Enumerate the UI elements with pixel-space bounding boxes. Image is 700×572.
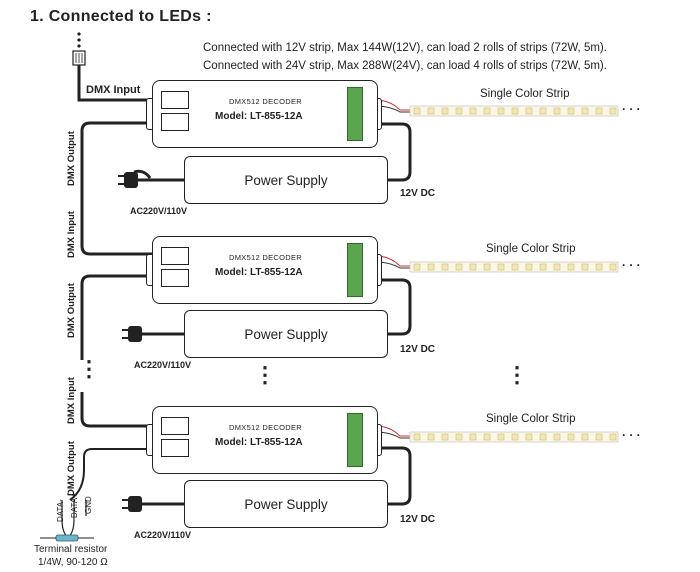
- ac-label-2: AC220V/110V: [134, 360, 192, 370]
- note-12v: Connected with 12V strip, Max 144W(12V),…: [203, 42, 607, 54]
- continue-dots-right: ⋮: [506, 362, 528, 387]
- resistor-label-line2: 1/4W, 90-120 Ω: [38, 557, 108, 568]
- rj45-port-out: [161, 439, 189, 457]
- dmx-input-label-2: DMX Input: [66, 211, 77, 258]
- ac-plug-icon-3: [122, 496, 184, 512]
- continue-dots-middle: ⋮: [254, 362, 276, 387]
- resistor-label-line1: Terminal resistor: [34, 544, 108, 555]
- section-title: 1. Connected to LEDs :: [30, 8, 212, 25]
- power-supply-2: Power Supply: [184, 310, 388, 358]
- power-supply-3: Power Supply: [184, 480, 388, 528]
- strip-label-3: Single Color Strip: [486, 413, 576, 425]
- power-supply-1: Power Supply: [184, 156, 388, 204]
- wire-gnd: GND: [84, 496, 93, 514]
- wire-data-minus: DATA-: [56, 499, 65, 522]
- dmx-output-label-2: DMX Output: [66, 283, 77, 338]
- dmx-output-label-3: DMX Output: [66, 441, 77, 496]
- dmx-input-label-top: DMX Input: [86, 84, 141, 96]
- decoder-model: Model: LT-855-12A: [215, 111, 303, 122]
- decoder-name: DMX512 DECODER: [229, 253, 302, 262]
- ac-label-1: AC220V/110V: [130, 206, 188, 216]
- ac-plug-icon-2: [122, 326, 184, 342]
- decoder-3: DMX512 DECODER Model: LT-855-12A: [146, 406, 382, 474]
- decoder-model: Model: LT-855-12A: [215, 437, 303, 448]
- note-24v: Connected with 24V strip, Max 288W(24V),…: [203, 60, 607, 72]
- terminal-block: [347, 243, 363, 297]
- decoder-2: DMX512 DECODER Model: LT-855-12A: [146, 236, 382, 304]
- led-strip-2: [409, 261, 619, 273]
- decoder-1: DMX512 DECODER Model: LT-855-12A: [146, 80, 382, 148]
- led-strip-1: [409, 105, 619, 117]
- rj45-port-in: [161, 91, 189, 109]
- dc-label-3: 12V DC: [400, 514, 436, 525]
- strip-label-1: Single Color Strip: [480, 88, 570, 100]
- rj45-port-out: [161, 269, 189, 287]
- rj45-port-in: [161, 417, 189, 435]
- dmx-input-plug-icon: [72, 32, 86, 66]
- strip-continue-2: · · ·: [622, 258, 641, 272]
- strip-continue-3: · · ·: [622, 428, 641, 442]
- terminal-block: [347, 413, 363, 467]
- strip-continue-1: · · ·: [622, 102, 641, 116]
- dmx-input-label-3: DMX Input: [66, 377, 77, 424]
- terminal-block: [347, 87, 363, 141]
- ac-label-3: AC220V/110V: [134, 530, 192, 540]
- dc-label-2: 12V DC: [400, 344, 436, 355]
- dc-label-1: 12V DC: [400, 188, 436, 199]
- rj45-port-out: [161, 113, 189, 131]
- decoder-name: DMX512 DECODER: [229, 423, 302, 432]
- decoder-name: DMX512 DECODER: [229, 97, 302, 106]
- terminal-resistor-icon: [40, 500, 94, 542]
- ac-plug-icon-1: [118, 169, 184, 188]
- rj45-port-in: [161, 247, 189, 265]
- decoder-model: Model: LT-855-12A: [215, 267, 303, 278]
- strip-label-2: Single Color Strip: [486, 243, 576, 255]
- continue-dots-left: ⋮: [78, 356, 100, 381]
- led-strip-3: [409, 431, 619, 443]
- wire-data-plus: DATA+: [70, 493, 79, 518]
- dmx-output-label-1: DMX Output: [66, 131, 77, 186]
